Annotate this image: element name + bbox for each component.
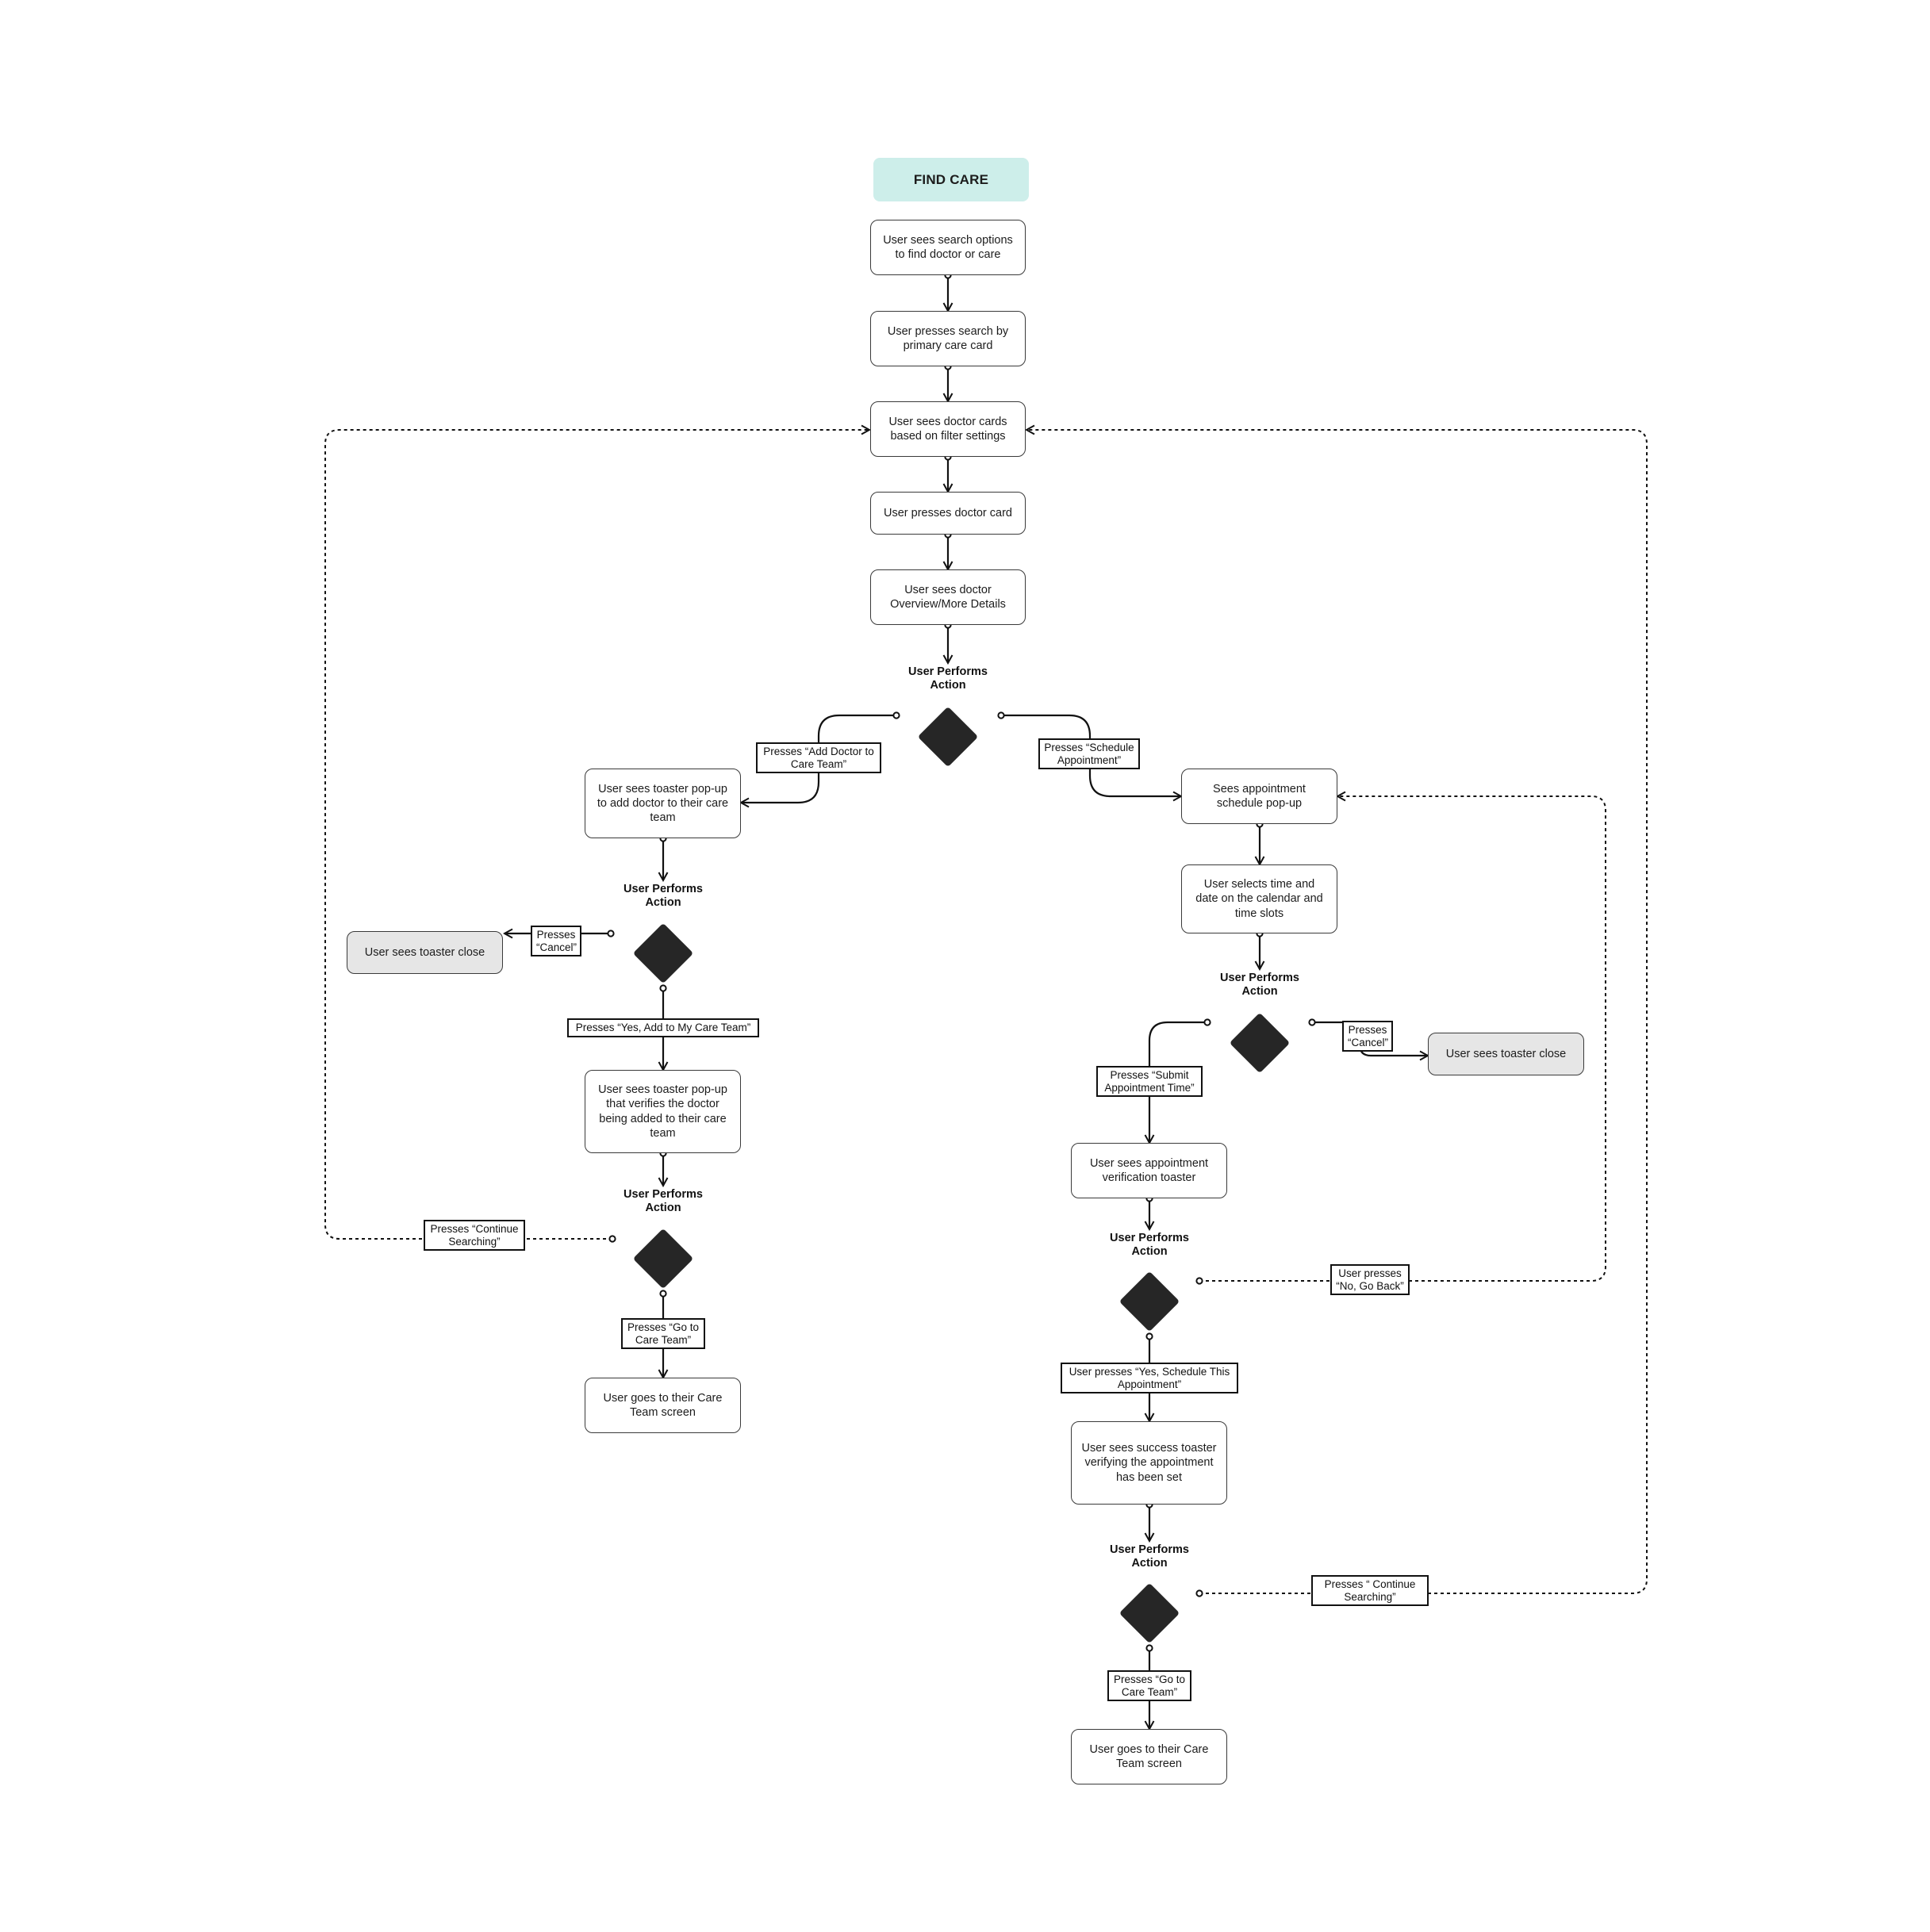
connector-submit-time — [1149, 1021, 1207, 1143]
node-success-toaster: User sees success toaster verifying the … — [1071, 1421, 1227, 1505]
decision-title-4: User Performs Action — [1220, 972, 1299, 999]
port-9 — [607, 930, 615, 937]
node-doctor-cards: User sees doctor cards based on filter s… — [870, 401, 1026, 457]
start-find-care: FIND CARE — [873, 158, 1029, 201]
decision-title-6: User Performs Action — [1110, 1543, 1189, 1570]
port-6 — [892, 711, 900, 719]
edge-label-yes-schedule: User presses “Yes, Schedule This Appoint… — [1061, 1363, 1238, 1394]
port-23 — [1195, 1589, 1203, 1597]
edge-label-add-doctor: Presses “Add Doctor to Care Team” — [756, 742, 881, 774]
edge-label-yes-add: Presses “Yes, Add to My Care Team” — [567, 1018, 759, 1037]
edge-label-continue-right: Presses “ Continue Searching” — [1311, 1575, 1429, 1607]
port-7 — [997, 711, 1005, 719]
node-toaster-close-right: User sees toaster close — [1428, 1033, 1584, 1075]
edge-label-continue-left: Presses “Continue Searching” — [424, 1220, 525, 1252]
loop-no-go-back — [1199, 796, 1606, 1282]
decision-title-1: User Performs Action — [908, 665, 988, 692]
node-toaster-verify-added: User sees toaster pop-up that verifies t… — [585, 1070, 741, 1153]
loop-continue-right — [1026, 430, 1648, 1594]
port-16 — [1203, 1018, 1211, 1026]
port-10 — [659, 984, 667, 992]
edge-label-cancel-left: Presses “Cancel” — [531, 926, 581, 957]
node-press-doctor-card: User presses doctor card — [870, 492, 1026, 535]
loop-continue-left — [324, 430, 869, 1240]
decision-title-2: User Performs Action — [624, 883, 703, 910]
port-13 — [608, 1235, 616, 1243]
edge-label-no-go-back: User presses “No, Go Back” — [1330, 1264, 1410, 1296]
node-search-options: User sees search options to find doctor … — [870, 220, 1026, 275]
edge-label-cancel-right: Presses “Cancel” — [1342, 1021, 1393, 1052]
node-select-time: User selects time and date on the calend… — [1181, 864, 1337, 933]
decision-title-3: User Performs Action — [624, 1188, 703, 1215]
port-19 — [1145, 1332, 1153, 1340]
edge-label-go-care-left: Presses “Go to Care Team” — [621, 1318, 705, 1350]
port-17 — [1308, 1018, 1316, 1026]
node-care-team-left: User goes to their Care Team screen — [585, 1378, 741, 1433]
edge-label-go-care-right: Presses “Go to Care Team” — [1107, 1670, 1191, 1702]
edge-label-submit-time: Presses “Submit Appointment Time” — [1096, 1066, 1203, 1098]
node-care-team-right: User goes to their Care Team screen — [1071, 1729, 1227, 1784]
decision-title-5: User Performs Action — [1110, 1232, 1189, 1259]
port-20 — [1195, 1277, 1203, 1285]
edge-label-schedule-appt: Presses “Schedule Appointment” — [1038, 738, 1140, 770]
port-12 — [659, 1290, 667, 1298]
node-toaster-close-left: User sees toaster close — [347, 931, 503, 974]
node-doctor-overview: User sees doctor Overview/More Details — [870, 569, 1026, 625]
node-schedule-popup: Sees appointment schedule pop-up — [1181, 769, 1337, 824]
node-press-primary-care: User presses search by primary care card — [870, 311, 1026, 366]
port-22 — [1145, 1644, 1153, 1652]
node-toaster-add-doctor: User sees toaster pop-up to add doctor t… — [585, 769, 741, 838]
node-appt-verification: User sees appointment verification toast… — [1071, 1143, 1227, 1198]
